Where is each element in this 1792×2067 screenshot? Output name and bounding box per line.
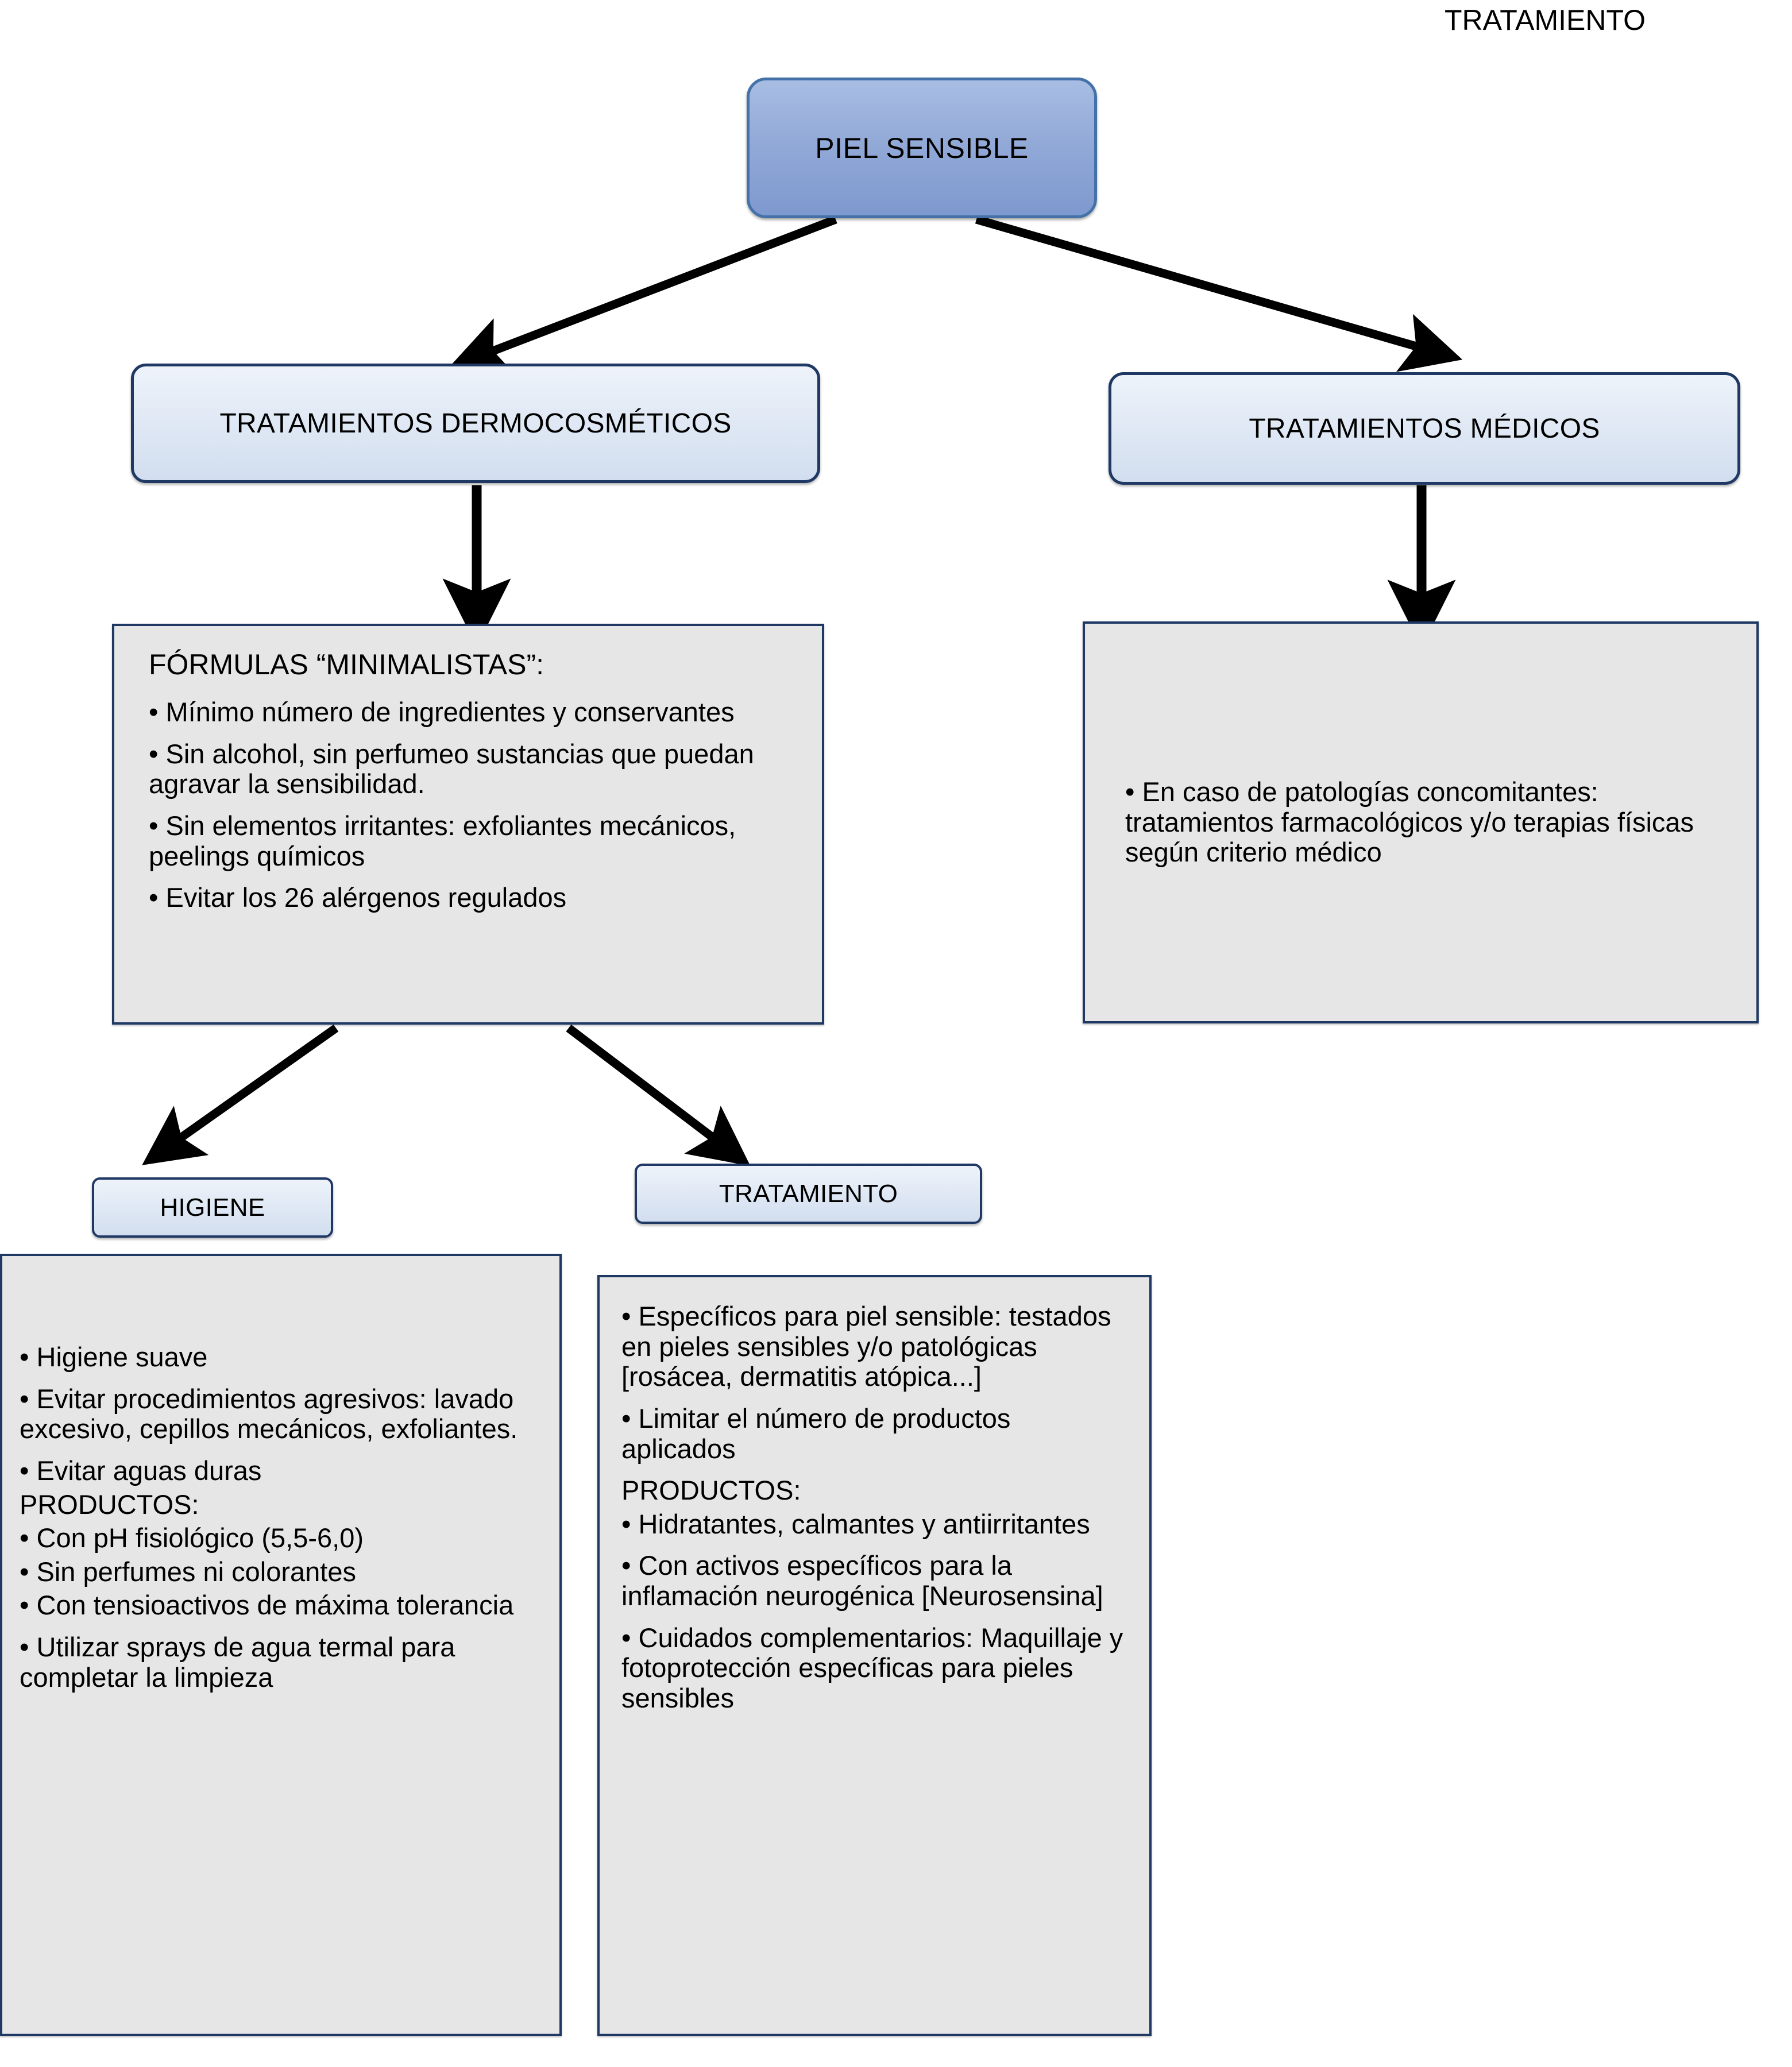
node-higiene-label: HIGIENE [160, 1193, 265, 1222]
panel-tratamientos-medicos: • En caso de patologías concomitantes: t… [1083, 621, 1759, 1023]
node-piel-sensible-label: PIEL SENSIBLE [815, 132, 1029, 164]
list-item: • Sin perfumes ni colorantes [20, 1556, 356, 1587]
arrow-root-to-medicos [975, 215, 1463, 372]
node-tratamiento-label: TRATAMIENTO [719, 1179, 898, 1208]
list-item: • Evitar los 26 alérgenos regulados [149, 882, 567, 913]
node-piel-sensible[interactable]: PIEL SENSIBLE [747, 78, 1097, 218]
panel-tratamiento: • Específicos para piel sensible: testad… [597, 1275, 1152, 2036]
list-item: • Cuidados complementarios: Maquillaje y… [621, 1622, 1123, 1713]
list-item: • Sin elementos irritantes: exfoliantes … [149, 810, 736, 871]
panel-formulas-minimalistas: FÓRMULAS “MINIMALISTAS”: • Mínimo número… [112, 624, 824, 1025]
arrow-formulas-to-tratamiento [566, 1025, 751, 1166]
list-item: • Evitar aguas duras [20, 1455, 262, 1486]
list-item: PRODUCTOS: [20, 1489, 199, 1520]
panel-formulas-heading: FÓRMULAS “MINIMALISTAS”: [149, 648, 544, 681]
list-item: • Utilizar sprays de agua termal para co… [20, 1632, 455, 1693]
page-title: TRATAMIENTO [1445, 4, 1646, 36]
arrow-root-to-dermocosmeticos [448, 215, 837, 375]
list-item: • Con tensioactivos de máxima tolerancia [20, 1590, 514, 1621]
list-item: • Hidratantes, calmantes y antiirritante… [621, 1508, 1090, 1539]
node-tratamientos-medicos-label: TRATAMIENTOS MÉDICOS [1249, 413, 1600, 444]
list-item: • Específicos para piel sensible: testad… [621, 1301, 1111, 1392]
list-item: • Mínimo número de ingredientes y conser… [149, 697, 735, 727]
list-item: PRODUCTOS: [621, 1475, 801, 1506]
list-item: • Con activos específicos para la inflam… [621, 1550, 1103, 1611]
panel-higiene: • Higiene suave • Evitar procedimientos … [0, 1254, 562, 2036]
panel-higiene-list: • Higiene suave • Evitar procedimientos … [20, 1342, 540, 1693]
node-tratamientos-dermocosmeticos[interactable]: TRATAMIENTOS DERMOCOSMÉTICOS [131, 364, 820, 483]
node-tratamientos-medicos[interactable]: TRATAMIENTOS MÉDICOS [1109, 372, 1740, 485]
panel-tratamiento-list: • Específicos para piel sensible: testad… [621, 1301, 1130, 1714]
list-item: • Evitar procedimientos agresivos: lavad… [20, 1383, 518, 1444]
list-item: • Con pH fisiológico (5,5-6,0) [20, 1523, 364, 1554]
list-item: • En caso de patologías concomitantes: t… [1125, 776, 1694, 868]
arrow-formulas-to-higiene [142, 1024, 339, 1165]
list-item: • Sin alcohol, sin perfumeo sustancias q… [149, 738, 754, 799]
node-tratamientos-dermocosmeticos-label: TRATAMIENTOS DERMOCOSMÉTICOS [219, 408, 732, 439]
node-higiene[interactable]: HIGIENE [92, 1177, 333, 1238]
list-item: • Limitar el número de productos aplicad… [621, 1403, 1011, 1464]
node-tratamiento[interactable]: TRATAMIENTO [635, 1164, 982, 1224]
panel-medicos-list: • En caso de patologías concomitantes: t… [1125, 776, 1725, 868]
list-item: • Higiene suave [20, 1342, 208, 1372]
panel-formulas-list: • Mínimo número de ingredientes y conser… [149, 697, 799, 913]
